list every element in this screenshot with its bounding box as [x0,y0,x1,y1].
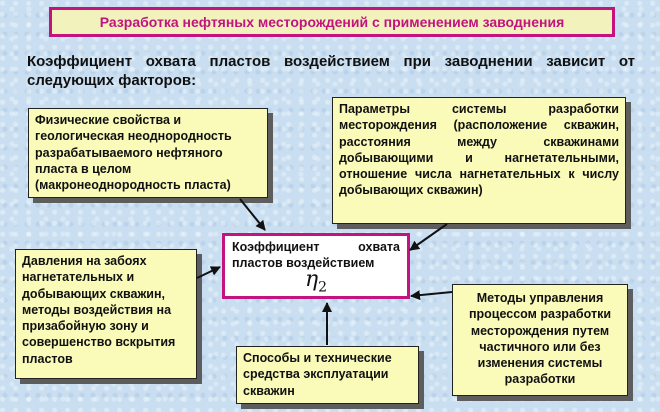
title-text: Разработка нефтяных месторождений с прим… [99,14,565,30]
eta-subscript: 2 [318,279,328,296]
eta-symbol: η2 [225,269,407,296]
center-coefficient-box: Коэффициент охвата пластов воздействием … [222,233,410,299]
arrow-pressure [196,266,221,279]
factor-methods-box: Методы управления процессом разработки м… [452,284,628,396]
subtitle: Коэффициент охвата пластов воздействием … [27,53,635,89]
factor-means-box: Способы и технические средства эксплуата… [236,346,419,404]
center-label: Коэффициент охвата пластов воздействием [232,240,400,270]
factor-pressure-box: Давления на забоях нагнетательных и добы… [15,249,197,379]
arrow-physical [239,198,266,231]
arrow-system [409,223,448,251]
page-title: Разработка нефтяных месторождений с прим… [49,7,615,37]
eta-letter: η [304,267,319,292]
arrow-methods [410,290,453,301]
factor-physical-box: Физические свойства и геологическая неод… [28,108,268,198]
factor-system-box: Параметры системы разработки месторожден… [332,97,626,224]
